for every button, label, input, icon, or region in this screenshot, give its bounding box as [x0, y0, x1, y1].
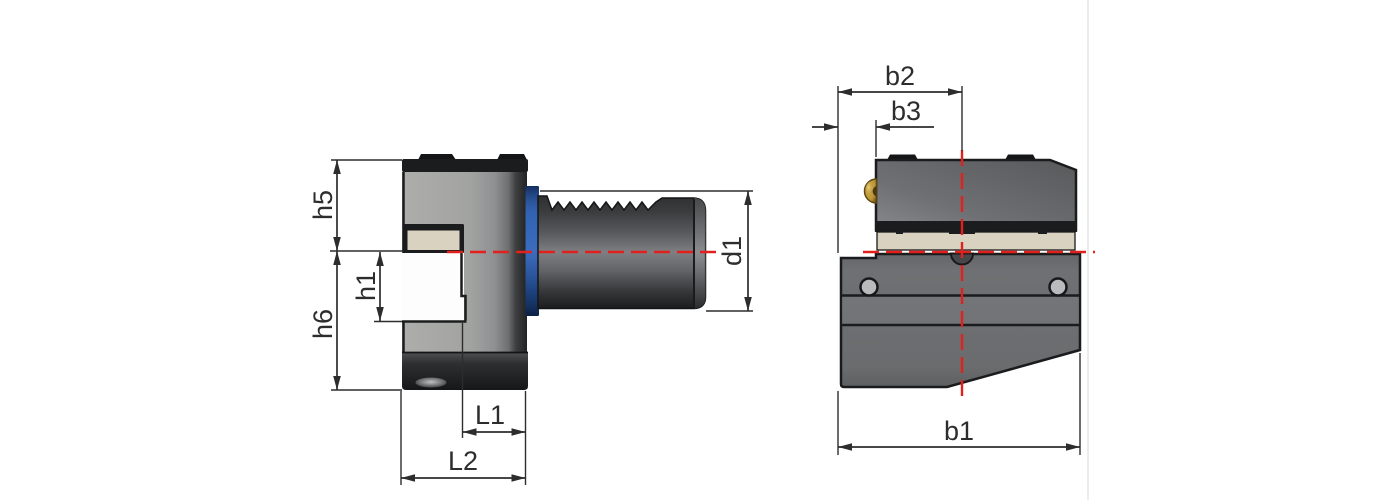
dim-label-b2: b2 — [885, 61, 915, 91]
flange-ring-shading — [525, 186, 539, 316]
mounting-hole-right — [1048, 277, 1068, 297]
base-oval-detail — [415, 377, 447, 388]
dim-label-l1: L1 — [475, 400, 505, 430]
side-view: h5 h6 h1 d1 L1 L2 — [308, 154, 753, 485]
clamping-insert — [407, 230, 460, 250]
insert-tick-left — [896, 229, 903, 234]
body-mid-band — [842, 297, 1079, 324]
holder-body-front-lower — [839, 252, 1082, 389]
clamping-insert-front — [876, 231, 1076, 251]
shank-end-face — [694, 198, 706, 309]
insert-tick-right — [1038, 229, 1047, 234]
dim-label-h5: h5 — [308, 190, 338, 220]
front-view: b2 b3 b1 — [812, 61, 1095, 455]
holder-body-front-upper — [874, 158, 1078, 232]
cap-bump-right — [497, 154, 527, 160]
slot-right-wall — [460, 253, 467, 321]
clamp-screw-center — [872, 186, 877, 197]
dim-label-b1: b1 — [944, 416, 974, 446]
dim-label-b3: b3 — [891, 96, 921, 126]
center-notch — [949, 252, 975, 266]
mounting-hole-left — [859, 277, 879, 297]
insert-strip-shadow-band — [875, 221, 1077, 232]
dim-label-h6: h6 — [308, 309, 338, 339]
clamp-screw-shading — [864, 179, 877, 203]
top-bump-right-front — [1005, 154, 1036, 160]
dim-label-d1: d1 — [717, 236, 747, 266]
tool-slot-opening — [402, 253, 464, 321]
cap-bump-left — [418, 154, 456, 160]
dim-label-h1: h1 — [351, 271, 381, 301]
top-bump-left-front — [887, 154, 918, 160]
dim-label-l2: L2 — [448, 446, 478, 476]
top-cap — [402, 159, 528, 172]
